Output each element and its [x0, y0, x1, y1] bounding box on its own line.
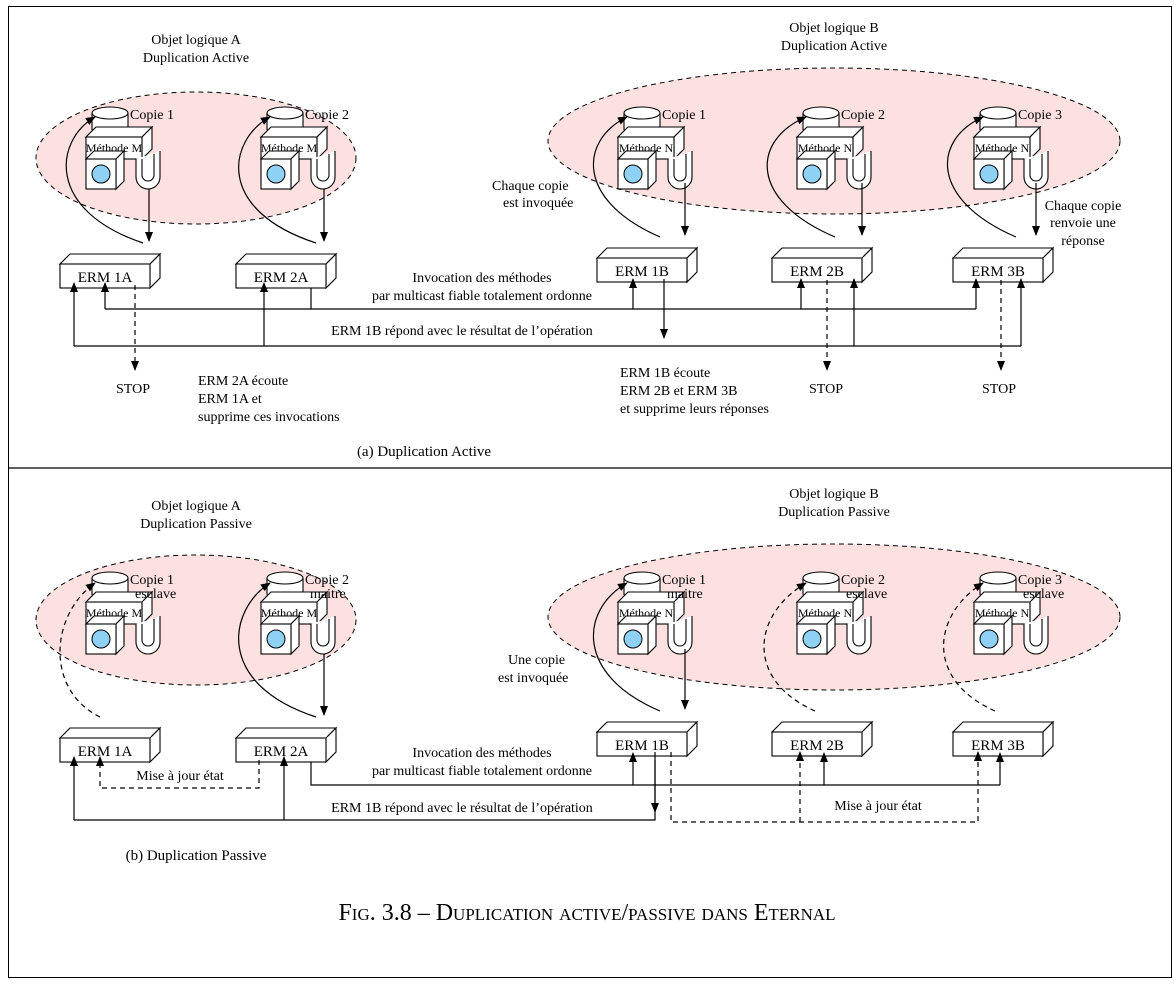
copy-label: Copie 1	[662, 108, 706, 123]
note-invoked: Chaque copie	[492, 179, 569, 194]
update-label: Mise à jour état	[834, 799, 922, 814]
invocation-arrows	[65, 116, 1017, 244]
object-a-title: Objet logique A	[151, 33, 241, 48]
note-erm-1b: ERM 2B et ERM 3B	[620, 384, 737, 399]
erm-label: ERM 1A	[78, 270, 133, 286]
invocation-label: par multicast fiable totalement ordonne	[372, 764, 592, 779]
erm-box: ERM 2B	[770, 720, 874, 758]
copy-role: esclave	[135, 587, 176, 602]
state-arrows	[59, 582, 996, 718]
reply-arrows	[320, 649, 689, 716]
active-section: Objet logique A Duplication Active Objet…	[35, 21, 1122, 460]
copy-label: Copie 1	[130, 108, 174, 123]
erm-box: ERM 2A	[234, 726, 338, 764]
erm-box: ERM 1B	[595, 246, 699, 284]
invocation-label: par multicast fiable totalement ordonne	[372, 289, 592, 304]
erm-label: ERM 2A	[254, 744, 309, 760]
copy-label: Copie 2	[305, 573, 349, 588]
note-invoked: Une copie	[508, 653, 565, 668]
note-erm-2a: ERM 1A et	[198, 392, 262, 407]
note-reply: renvoie une	[1050, 216, 1116, 231]
figure-frame	[8, 6, 1172, 978]
stop-label: STOP	[809, 382, 843, 397]
caption-passive: (b) Duplication Passive	[126, 848, 267, 864]
state-update-arrowheads	[96, 751, 982, 766]
stop-label: STOP	[982, 382, 1016, 397]
stop-arrows	[131, 280, 1005, 371]
note-erm-1b: ERM 1B écoute	[620, 366, 710, 381]
update-label: Mise à jour état	[136, 769, 224, 784]
passive-section: Objet logique A Duplication Passive Obje…	[35, 487, 1121, 864]
multicast-bus	[101, 278, 980, 310]
copy-label: Copie 1	[662, 573, 706, 588]
erm-box: ERM 2B	[770, 246, 874, 284]
copy-role: esclave	[1023, 587, 1064, 602]
copy-role: maitre	[310, 587, 346, 602]
reply-arrows	[145, 183, 1040, 242]
erm-box: ERM 3B	[951, 720, 1055, 758]
erm-label: ERM 3B	[971, 264, 1025, 280]
erm-box: ERM 1A	[58, 726, 162, 764]
response-bus	[70, 752, 659, 821]
erm-box: ERM 1A	[58, 252, 162, 290]
erm-label: ERM 1A	[78, 744, 133, 760]
erm-label: ERM 2B	[790, 264, 844, 280]
erm-label: ERM 1B	[615, 738, 669, 754]
invocation-arrows	[238, 582, 661, 718]
note-reply: réponse	[1061, 234, 1105, 249]
invocation-label: Invocation des méthodes	[412, 271, 551, 286]
erm-label: ERM 3B	[971, 738, 1025, 754]
erm-box: ERM 1B	[595, 720, 699, 758]
note-reply: Chaque copie	[1045, 199, 1122, 214]
invocation-label: Invocation des méthodes	[412, 746, 551, 761]
object-a-subtitle: Duplication Active	[143, 51, 249, 66]
note-invoked: est invoquée	[498, 671, 568, 686]
multicast-bus	[310, 752, 1004, 786]
response-label: ERM 1B répond avec le résultat de l’opér…	[331, 324, 593, 339]
stop-label: STOP	[116, 382, 150, 397]
response-bus	[70, 278, 1025, 347]
copy-label: Copie 2	[841, 573, 885, 588]
copy-label: Copie 3	[1018, 108, 1062, 123]
object-b-title: Objet logique B	[789, 21, 878, 36]
object-b-subtitle: Duplication Passive	[778, 505, 890, 520]
erm-box: ERM 3B	[951, 246, 1055, 284]
copy-label: Copie 2	[841, 108, 885, 123]
copy-label: Copie 1	[130, 573, 174, 588]
object-a-subtitle: Duplication Passive	[140, 517, 252, 532]
note-invoked: est invoquée	[503, 196, 573, 211]
copy-label: Copie 2	[305, 108, 349, 123]
state-update-bus	[99, 752, 979, 823]
note-erm-1b: et supprime leurs réponses	[620, 402, 769, 417]
response-label: ERM 1B répond avec le résultat de l’opér…	[331, 801, 593, 816]
caption-active: (a) Duplication Active	[357, 444, 491, 460]
copy-role: maitre	[667, 587, 703, 602]
erm-box: ERM 2A	[234, 252, 338, 290]
note-erm-2a: ERM 2A écoute	[198, 374, 288, 389]
note-erm-2a: supprime ces invocations	[198, 410, 340, 425]
object-b-subtitle: Duplication Active	[781, 39, 887, 54]
erm-label: ERM 2A	[254, 270, 309, 286]
erm-label: ERM 1B	[615, 264, 669, 280]
object-a-title: Objet logique A	[151, 499, 241, 514]
erm-label: ERM 2B	[790, 738, 844, 754]
object-b-title: Objet logique B	[789, 487, 878, 502]
figure-caption: Fig. 3.8 – Duplication active/passive da…	[338, 900, 835, 926]
copy-label: Copie 3	[1018, 573, 1062, 588]
copy-role: esclave	[846, 587, 887, 602]
